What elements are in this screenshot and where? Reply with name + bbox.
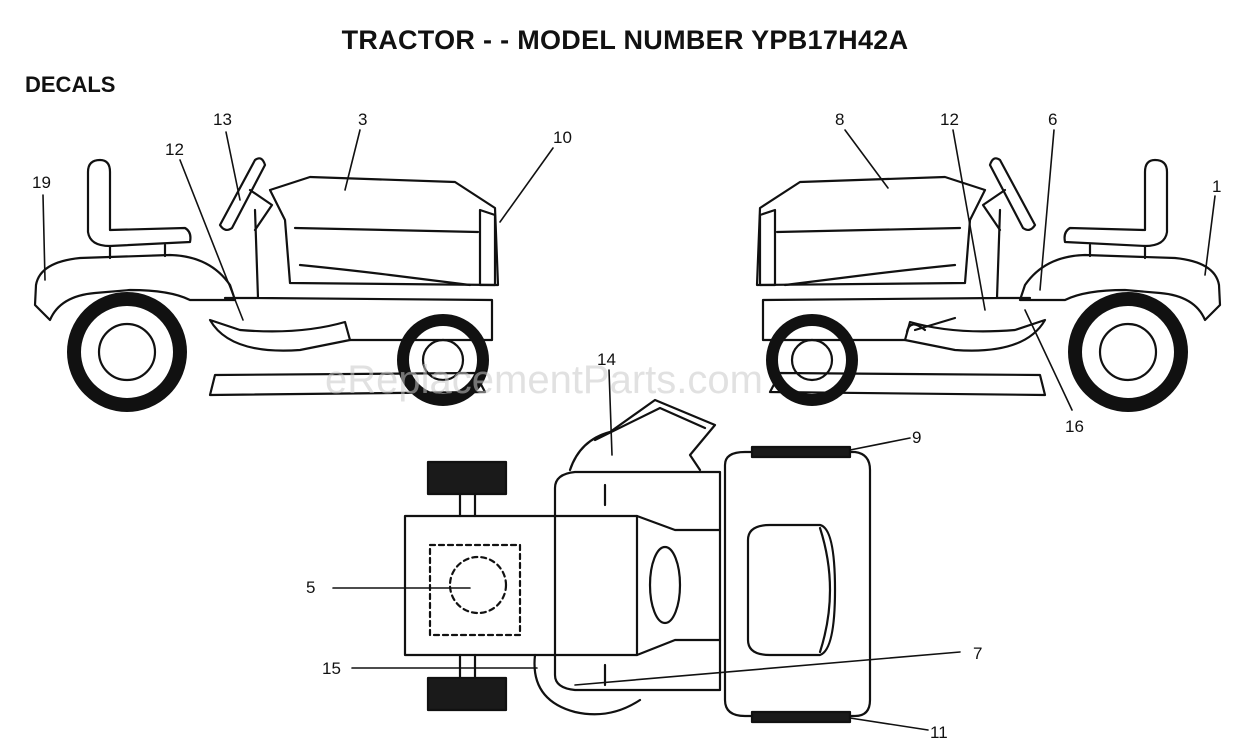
- callout-3: 3: [358, 110, 367, 129]
- callout-12-right: 12: [940, 110, 959, 129]
- callout-16: 19: [32, 173, 51, 192]
- callout-11: 11: [930, 723, 948, 742]
- rear-wheel-left-view: [67, 292, 187, 412]
- mower-deck-left-view: [208, 371, 487, 397]
- front-wheel-left-view: [397, 314, 489, 406]
- callout-12-left: 12: [165, 140, 184, 159]
- callout-numbers: 19 12 13 3 10 8 12 6 1 16 14 9 5 7 15 11: [32, 110, 1221, 742]
- callout-7: 7: [973, 644, 982, 663]
- top-view-tractor: [403, 398, 872, 724]
- hood-top-view: [403, 514, 639, 657]
- front-wheel-top-view-2: [426, 676, 508, 712]
- hood-left-view: [268, 175, 500, 287]
- steering-wheel-left-view: [218, 157, 267, 232]
- right-side-tractor: [755, 157, 1222, 412]
- rear-fender-top-view: [723, 450, 872, 718]
- leader-lines: [42, 129, 1216, 731]
- callout-13: 13: [213, 110, 232, 129]
- rear-fender-left-view: [33, 253, 237, 322]
- callout-1: 1: [1212, 177, 1221, 196]
- callout-5: 5: [306, 578, 315, 597]
- callout-6: 6: [1048, 110, 1057, 129]
- front-wheel-top-view: [426, 460, 508, 496]
- left-side-tractor: [33, 157, 500, 412]
- watermark: eReplacementParts.com: [325, 358, 763, 402]
- callout-8: 8: [835, 110, 844, 129]
- page-title: TRACTOR - - MODEL NUMBER YPB17H42A: [341, 25, 909, 55]
- seat-top-view: [746, 523, 837, 657]
- callout-9: 9: [912, 428, 921, 447]
- callout-10: 10: [553, 128, 572, 147]
- steering-top-view: [568, 398, 717, 472]
- seat-left-view: [86, 158, 192, 248]
- callout-19: 16: [1065, 417, 1084, 436]
- callout-15: 15: [322, 659, 341, 678]
- callout-14: 14: [597, 350, 616, 369]
- section-heading: DECALS: [25, 72, 116, 97]
